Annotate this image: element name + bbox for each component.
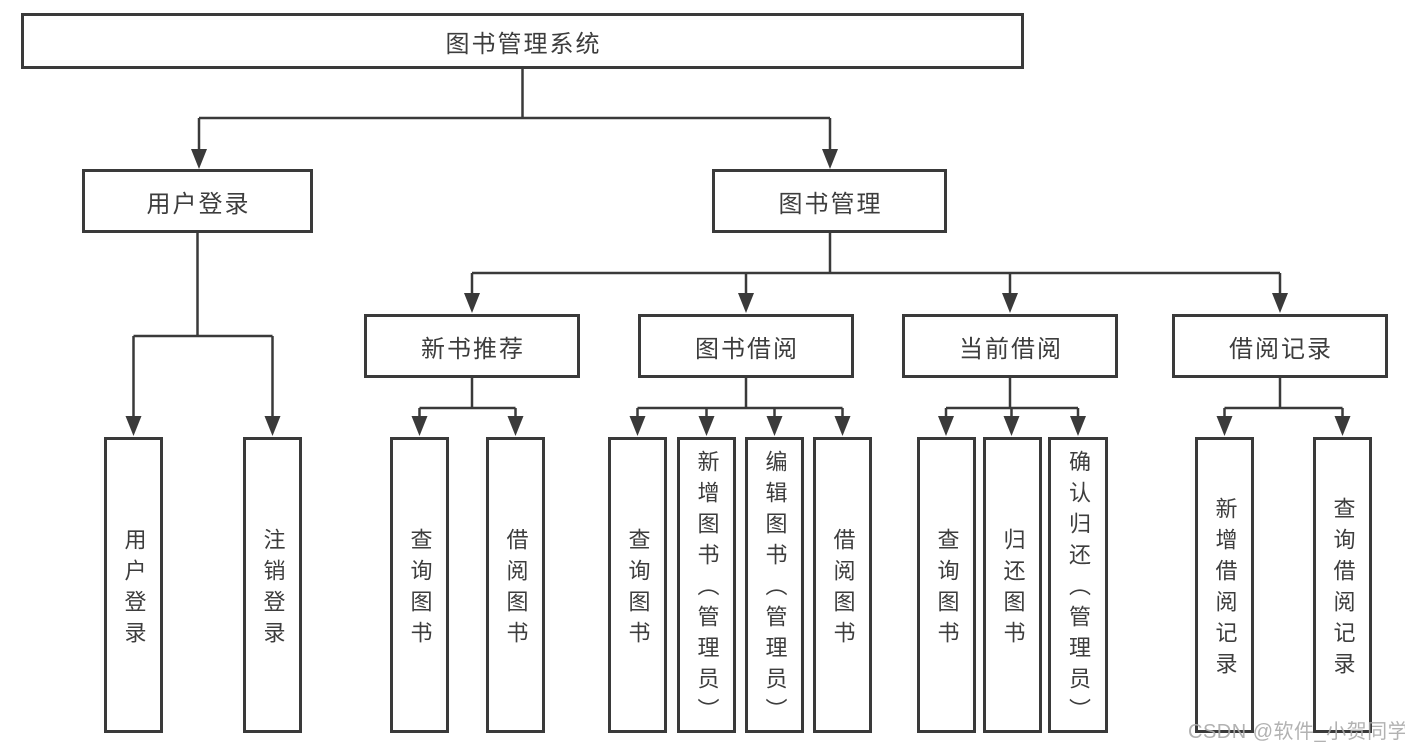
leaf-query-borrow-record-label: 查询借阅记录 <box>1330 496 1356 683</box>
csdn-watermark: CSDN @软件_小贺同学 <box>1188 721 1405 743</box>
leaf-borrow-books-recommend: 借阅图书 <box>486 437 545 733</box>
leaf-borrow-books-label: 借阅图书 <box>830 527 856 652</box>
leaf-edit-books-admin: 编辑图书（管理员） <box>745 437 804 733</box>
leaf-add-books-admin-label: 新增图书（管理员） <box>694 450 720 729</box>
node-user-login-label: 用户登录 <box>146 190 251 218</box>
node-user-login: 用户登录 <box>82 169 313 233</box>
node-book-borrow: 图书借阅 <box>638 314 854 378</box>
leaf-add-borrow-record: 新增借阅记录 <box>1195 437 1254 733</box>
leaf-user-login-label: 用户登录 <box>121 527 147 652</box>
node-borrow-record-label: 借阅记录 <box>1229 335 1333 363</box>
leaf-logout-login-label: 注销登录 <box>260 527 286 652</box>
node-book-management-label: 图书管理 <box>778 190 883 218</box>
leaf-borrow-books-recommend-label: 借阅图书 <box>503 527 529 652</box>
leaf-query-books-recommend: 查询图书 <box>390 437 449 733</box>
node-root-library-system: 图书管理系统 <box>21 13 1024 69</box>
leaf-confirm-return-admin: 确认归还（管理员） <box>1048 437 1108 733</box>
leaf-query-books-borrow-label: 查询图书 <box>625 527 651 652</box>
leaf-borrow-books: 借阅图书 <box>813 437 872 733</box>
leaf-edit-books-admin-label: 编辑图书（管理员） <box>762 450 788 729</box>
arrowheads <box>125 149 1351 436</box>
leaf-return-books: 归还图书 <box>983 437 1042 733</box>
node-borrow-record: 借阅记录 <box>1172 314 1388 378</box>
node-book-borrow-label: 图书借阅 <box>695 335 799 363</box>
connector-paths <box>132 69 1344 420</box>
leaf-add-borrow-record-label: 新增借阅记录 <box>1212 496 1238 683</box>
leaf-query-books-recommend-label: 查询图书 <box>407 527 433 652</box>
leaf-logout-login: 注销登录 <box>243 437 302 733</box>
leaf-query-books-current: 查询图书 <box>917 437 976 733</box>
leaf-return-books-label: 归还图书 <box>1000 527 1026 652</box>
node-book-management: 图书管理 <box>712 169 947 233</box>
node-current-borrow: 当前借阅 <box>902 314 1118 378</box>
leaf-add-books-admin: 新增图书（管理员） <box>677 437 736 733</box>
leaf-query-books-current-label: 查询图书 <box>934 527 960 652</box>
node-current-borrow-label: 当前借阅 <box>959 335 1063 363</box>
leaf-confirm-return-admin-label: 确认归还（管理员） <box>1066 450 1091 729</box>
leaf-query-borrow-record: 查询借阅记录 <box>1313 437 1372 733</box>
leaf-user-login: 用户登录 <box>104 437 163 733</box>
leaf-query-books-borrow: 查询图书 <box>608 437 667 733</box>
node-root-label: 图书管理系统 <box>445 30 602 58</box>
node-new-book-recommend: 新书推荐 <box>364 314 580 378</box>
node-new-book-recommend-label: 新书推荐 <box>421 335 525 363</box>
